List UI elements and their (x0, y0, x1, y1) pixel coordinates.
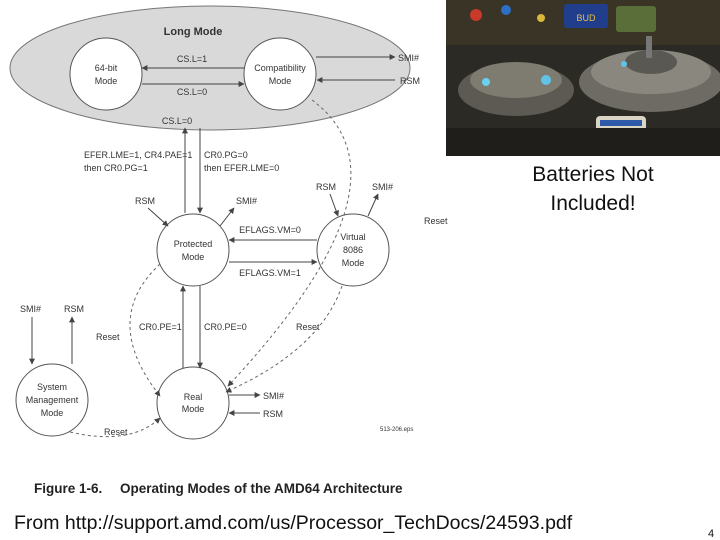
figure-caption: Figure 1-6. Operating Modes of the AMD64… (34, 481, 403, 496)
operating-modes-diagram: Long Mode 64-bit Mode Compatibility Mode… (9, 5, 448, 440)
svg-text:64-bit: 64-bit (95, 63, 118, 73)
svg-text:EFLAGS.VM=0: EFLAGS.VM=0 (239, 225, 301, 235)
svg-text:Real: Real (184, 392, 203, 402)
signal-rsm-virtual: RSM (316, 182, 339, 217)
svg-text:CS.L=1: CS.L=1 (177, 54, 207, 64)
svg-text:CR0.PE=0: CR0.PE=0 (204, 322, 247, 332)
svg-text:CR0.PG=0: CR0.PG=0 (204, 150, 248, 160)
svg-text:SMI#: SMI# (20, 304, 41, 314)
svg-text:Mode: Mode (182, 252, 205, 262)
node-system-management-mode: System Management Mode (15, 363, 89, 437)
svg-text:System: System (37, 382, 67, 392)
slide-number: 4 (708, 528, 715, 540)
svg-text:SMI#: SMI# (372, 182, 393, 192)
svg-text:EFER.LME=1, CR4.PAE=1: EFER.LME=1, CR4.PAE=1 (84, 150, 192, 160)
edge-cr0-pe1: CR0.PE=1 (139, 285, 186, 368)
svg-text:CS.L=0: CS.L=0 (162, 116, 192, 126)
svg-text:Management: Management (26, 395, 79, 405)
signal-smi-virtual: SMI# (367, 182, 393, 217)
svg-text:Reset: Reset (96, 332, 120, 342)
reset-path-bottom: Reset (69, 417, 161, 438)
edge-disable-long-mode: CR0.PG=0 then EFER.LME=0 (197, 128, 279, 214)
signal-smi-smm: SMI# (20, 304, 41, 365)
figure-title: Operating Modes of the AMD64 Architectur… (120, 481, 403, 496)
edge-cr0-pe0: CR0.PE=0 (197, 286, 247, 369)
reset-path-right: Reset (227, 99, 448, 387)
node-protected-mode: Protected Mode (156, 213, 230, 287)
svg-text:SMI#: SMI# (263, 391, 284, 401)
svg-text:Protected: Protected (174, 239, 213, 249)
svg-text:RSM: RSM (316, 182, 336, 192)
signal-smi-real: SMI# (229, 391, 284, 401)
reset-path-left: Reset (96, 263, 161, 397)
svg-text:Mode: Mode (41, 408, 64, 418)
svg-text:RSM: RSM (135, 196, 155, 206)
svg-text:Mode: Mode (182, 404, 205, 414)
figure-number: Figure 1-6. (34, 481, 103, 496)
edge-enable-long-mode: EFER.LME=1, CR4.PAE=1 then CR0.PG=1 (84, 127, 192, 213)
svg-text:RSM: RSM (64, 304, 84, 314)
svg-text:SMI#: SMI# (236, 196, 257, 206)
svg-text:RSM: RSM (400, 76, 420, 86)
svg-text:RSM: RSM (263, 409, 283, 419)
toy-spaceships-image: BUD (446, 0, 720, 156)
edge-eflags-vm0: EFLAGS.VM=0 (228, 225, 317, 243)
reset-path-virtual: Reset (225, 285, 343, 393)
long-mode-title: Long Mode (164, 26, 223, 38)
svg-text:Mode: Mode (269, 76, 292, 86)
edge-eflags-vm1: EFLAGS.VM=1 (229, 259, 318, 278)
node-virtual-8086-mode: Virtual 8086 Mode (316, 213, 390, 287)
svg-text:Reset: Reset (424, 216, 448, 226)
can-label: BUD (576, 13, 596, 23)
svg-text:CS.L=0: CS.L=0 (177, 87, 207, 97)
svg-text:then CR0.PG=1: then CR0.PG=1 (84, 163, 148, 173)
node-real-mode: Real Mode (156, 366, 230, 440)
svg-text:Reset: Reset (104, 427, 128, 437)
svg-text:8086: 8086 (343, 245, 363, 255)
node-64bit-mode: 64-bit Mode (69, 37, 143, 111)
edge-csl0-a: CS.L=0 (142, 81, 245, 97)
toy-spaceships-photo: BUD (446, 0, 720, 156)
edge-csl0-b: CS.L=0 (162, 116, 192, 126)
signal-rsm-smm: RSM (64, 304, 84, 364)
figure-ref-code: 513-206.eps (380, 427, 413, 433)
side-caption-line1: Batteries Not (532, 163, 654, 186)
svg-text:Virtual: Virtual (340, 232, 365, 242)
signal-smi-protected: SMI# (219, 196, 257, 227)
node-compatibility-mode: Compatibility Mode (243, 37, 317, 111)
svg-text:EFLAGS.VM=1: EFLAGS.VM=1 (239, 268, 301, 278)
side-caption: Batteries Not Included! (486, 160, 700, 218)
svg-text:then EFER.LME=0: then EFER.LME=0 (204, 163, 279, 173)
svg-text:SMI#: SMI# (398, 53, 419, 63)
svg-text:CR0.PE=1: CR0.PE=1 (139, 322, 182, 332)
svg-text:Compatibility: Compatibility (254, 63, 306, 73)
signal-rsm-long: RSM (316, 76, 420, 86)
svg-text:Mode: Mode (342, 258, 365, 268)
svg-text:Mode: Mode (95, 76, 118, 86)
signal-rsm-real: RSM (228, 409, 283, 419)
edge-csl1: CS.L=1 (141, 54, 244, 71)
signal-rsm-protected: RSM (135, 196, 169, 227)
svg-text:Reset: Reset (296, 322, 320, 332)
side-caption-line2: Included! (550, 192, 636, 215)
source-citation: From http://support.amd.com/us/Processor… (14, 512, 573, 534)
signal-smi-long: SMI# (316, 53, 419, 63)
